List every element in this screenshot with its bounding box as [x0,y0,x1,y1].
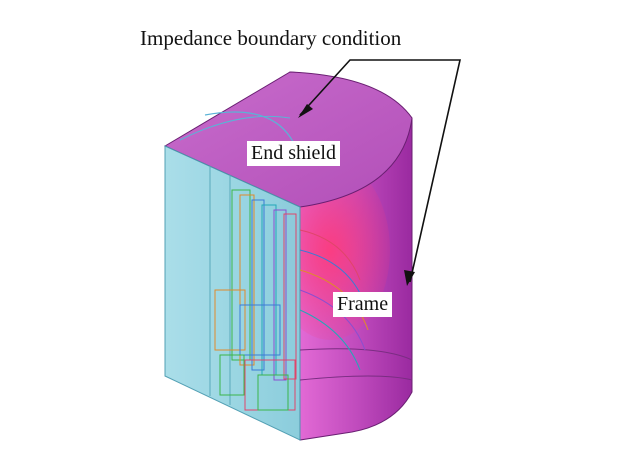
coil-arc [299,309,361,371]
coil [231,189,251,361]
arrow-head-end-shield [298,104,313,118]
coil [257,374,289,411]
frame-label: Frame [333,292,393,317]
coil [251,199,265,371]
coil-windings [214,189,369,411]
frame-ring [299,375,413,381]
coil [219,354,245,396]
coil [283,213,297,380]
coil [239,194,255,366]
arrow-line [299,59,462,283]
end-shield-label: End shield [247,141,340,166]
diagram-title: Impedance boundary condition [140,26,402,50]
frame-ring [299,348,413,361]
coil-arc [299,229,361,281]
arrow-head-frame [404,270,415,286]
coil [239,304,281,356]
coil [214,289,246,351]
end-shield-arc-2 [179,115,291,141]
coil [273,209,287,381]
